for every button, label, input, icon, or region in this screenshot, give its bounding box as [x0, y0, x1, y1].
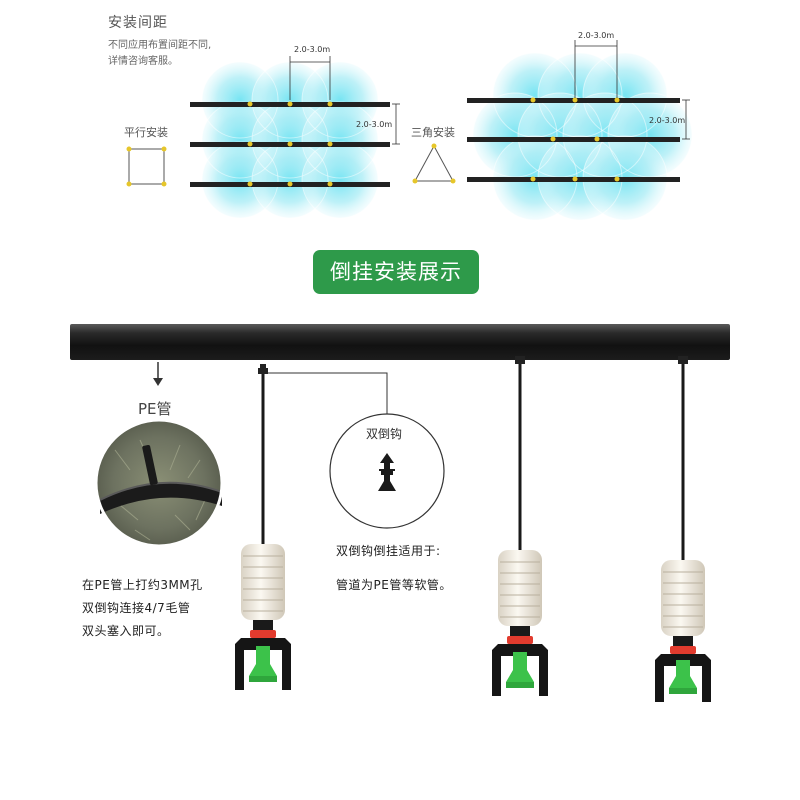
pe-desc-line3: 双头塞入即可。	[82, 624, 170, 638]
hanging-sprinkler-3	[655, 356, 711, 702]
rotary-nozzle-1	[235, 620, 291, 690]
double-barb-hook-icon	[378, 453, 396, 491]
parallel-square-icon	[126, 146, 167, 187]
spacing-title: 安装间距	[108, 15, 168, 31]
triangle-label: 三角安装	[411, 126, 455, 139]
triangle-icon	[412, 143, 456, 184]
hook-label: 双倒钩	[366, 427, 403, 441]
pe-pipe-photo	[94, 418, 224, 548]
pe-desc-line2: 双倒钩连接4/7毛管	[82, 601, 191, 615]
anti-drip-weight-1	[241, 544, 285, 620]
hanging-sprinkler-1	[235, 364, 291, 690]
section-banner: 倒挂安装展示	[313, 250, 479, 294]
dim-vertical-right: 2.0-3.0m	[649, 116, 686, 125]
rotary-nozzle-2	[492, 626, 548, 696]
anti-drip-weight-2	[498, 550, 542, 626]
dim-vertical-left: 2.0-3.0m	[356, 120, 393, 129]
spacing-note-line2: 详情咨询客服。	[108, 56, 178, 67]
pe-desc-line1: 在PE管上打约3MM孔	[82, 578, 203, 592]
spacing-diagram	[126, 40, 693, 221]
pe-label: PE管	[138, 400, 172, 418]
pe-arrow-icon	[153, 362, 163, 386]
main-pe-pipe	[70, 324, 730, 360]
hook-desc-line2: 管道为PE管等软管。	[336, 578, 452, 592]
dim-horizontal-left: 2.0-3.0m	[294, 45, 331, 54]
parallel-emitters	[247, 101, 333, 187]
triangle-layout	[412, 40, 693, 221]
triangle-emitters	[530, 97, 620, 182]
parallel-label: 平行安装	[124, 126, 168, 139]
rotary-nozzle-3	[655, 636, 711, 702]
anti-drip-weight-3	[661, 560, 705, 636]
triangle-dimensions	[574, 40, 690, 140]
spray-cloud-left	[202, 62, 378, 218]
hanging-sprinkler-2	[492, 356, 548, 696]
dim-horizontal-right: 2.0-3.0m	[578, 31, 615, 40]
parallel-dimensions	[289, 56, 400, 145]
hook-desc-line1: 双倒钩倒挂适用于:	[336, 544, 441, 558]
parallel-layout	[126, 56, 400, 219]
spacing-note-line1: 不同应用布置间距不同,	[108, 40, 212, 51]
